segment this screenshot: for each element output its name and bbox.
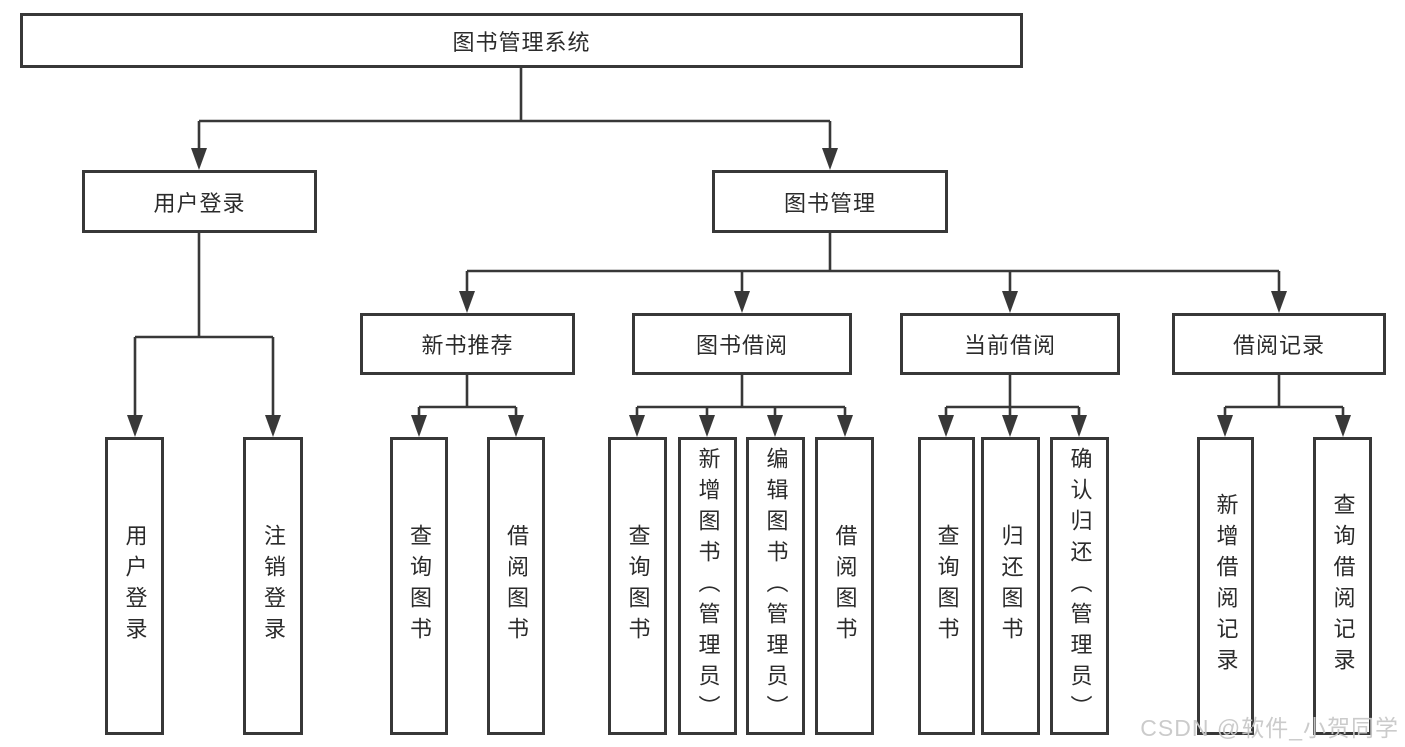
root-node-library-management-system: 图书管理系统 xyxy=(20,13,1023,68)
leaf-confirm-return-admin: 确认归还（管理员） xyxy=(1050,437,1109,735)
leaf-query-books-recommend-label: 查询图书 xyxy=(407,524,432,648)
leaf-query-books-current: 查询图书 xyxy=(918,437,975,735)
node-book-borrowing: 图书借阅 xyxy=(632,313,852,375)
node-book-management-label: 图书管理 xyxy=(783,190,876,216)
leaf-user-login-label: 用户登录 xyxy=(122,524,148,648)
leaf-borrow-books-recommend-label: 借阅图书 xyxy=(504,524,529,648)
leaf-query-books-borrowing: 查询图书 xyxy=(608,437,667,735)
node-borrowing-records: 借阅记录 xyxy=(1172,313,1386,375)
leaf-user-login: 用户登录 xyxy=(105,437,164,735)
leaf-query-books-recommend: 查询图书 xyxy=(390,437,448,735)
leaf-return-books-label: 归还图书 xyxy=(998,524,1024,648)
node-borrowing-records-label: 借阅记录 xyxy=(1232,333,1325,358)
leaf-logout: 注销登录 xyxy=(243,437,303,735)
leaf-confirm-return-admin-label: 确认归还（管理员） xyxy=(1067,446,1093,726)
leaf-query-books-borrowing-label: 查询图书 xyxy=(625,524,651,648)
node-current-borrowing-label: 当前借阅 xyxy=(963,333,1056,358)
root-node-label: 图书管理系统 xyxy=(452,29,591,55)
leaf-logout-label: 注销登录 xyxy=(261,524,286,648)
node-user-login-label: 用户登录 xyxy=(153,190,246,216)
node-new-book-recommendation-label: 新书推荐 xyxy=(421,333,514,358)
leaf-query-books-current-label: 查询图书 xyxy=(934,524,960,648)
arrowheads xyxy=(127,148,1351,437)
node-new-book-recommendation: 新书推荐 xyxy=(360,313,575,375)
node-book-management: 图书管理 xyxy=(712,170,948,233)
leaf-borrow-books: 借阅图书 xyxy=(815,437,874,735)
leaf-add-borrow-record-label: 新增借阅记录 xyxy=(1213,493,1239,679)
leaf-query-borrow-record: 查询借阅记录 xyxy=(1313,437,1372,735)
leaf-return-books: 归还图书 xyxy=(981,437,1040,735)
leaf-add-borrow-record: 新增借阅记录 xyxy=(1197,437,1254,735)
node-book-borrowing-label: 图书借阅 xyxy=(695,333,788,358)
node-current-borrowing: 当前借阅 xyxy=(900,313,1120,375)
leaf-query-borrow-record-label: 查询借阅记录 xyxy=(1330,493,1356,679)
leaf-borrow-books-label: 借阅图书 xyxy=(832,524,858,648)
leaf-add-books-admin: 新增图书（管理员） xyxy=(678,437,737,735)
node-user-login: 用户登录 xyxy=(82,170,317,233)
leaf-add-books-admin-label: 新增图书（管理员） xyxy=(695,446,721,726)
leaf-edit-books-admin: 编辑图书（管理员） xyxy=(746,437,805,735)
leaf-borrow-books-recommend: 借阅图书 xyxy=(487,437,545,735)
leaf-edit-books-admin-label: 编辑图书（管理员） xyxy=(763,446,789,726)
